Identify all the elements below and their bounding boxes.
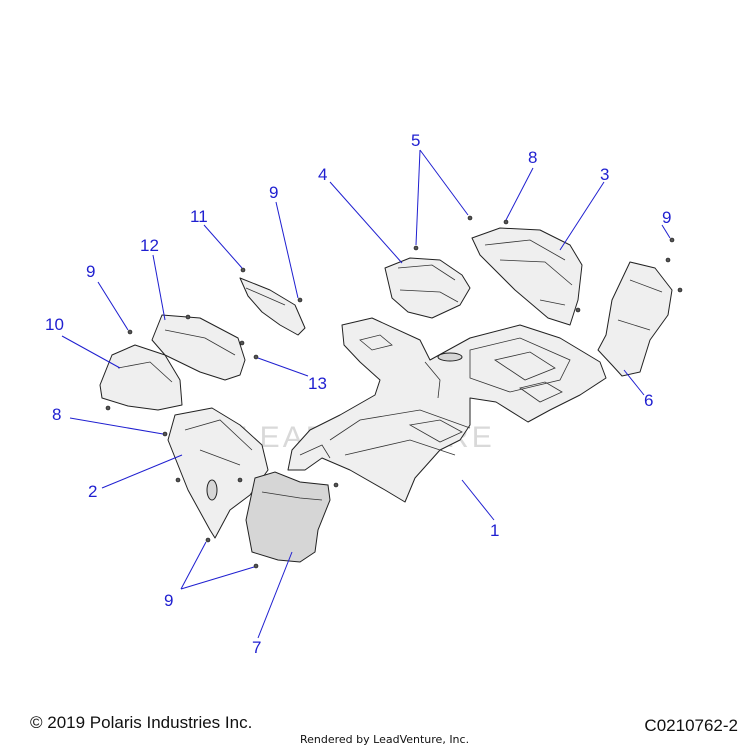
callout-6: 6 — [644, 391, 653, 410]
part-7-lower-shield — [245, 471, 331, 563]
callouts: 1 2 3 4 5 6 7 8 8 9 9 9 9 10 11 12 13 — [45, 131, 671, 657]
part-10-left-rear-panel — [99, 344, 183, 411]
part-4-console-cover — [384, 257, 471, 319]
part-11-bracket — [239, 277, 306, 336]
callout-9-bottom: 9 — [164, 591, 173, 610]
callout-7: 7 — [252, 638, 261, 657]
part-6-right-side-panel — [597, 261, 673, 377]
callout-10: 10 — [45, 315, 64, 334]
callout-3: 3 — [600, 165, 609, 184]
callout-9-upper: 9 — [269, 183, 278, 202]
callout-13: 13 — [308, 374, 327, 393]
part-1-floor-panel — [287, 317, 607, 503]
copyright-text: © 2019 Polaris Industries Inc. — [30, 713, 253, 732]
callout-11: 11 — [190, 207, 208, 226]
fasteners — [105, 215, 683, 569]
callout-5: 5 — [411, 131, 420, 150]
callout-12: 12 — [140, 236, 159, 255]
callout-8-left: 8 — [52, 405, 61, 424]
leader-lines — [61, 149, 671, 639]
callout-9-left: 9 — [86, 262, 95, 281]
callout-1: 1 — [490, 521, 499, 540]
callout-9-right: 9 — [662, 208, 671, 227]
callout-4: 4 — [318, 165, 327, 184]
callout-8-top: 8 — [528, 148, 537, 167]
part-3-right-fender — [471, 227, 583, 326]
rendered-by-text: Rendered by LeadVenture, Inc. — [300, 733, 470, 746]
callout-2: 2 — [88, 482, 97, 501]
part-12-left-fender — [151, 314, 246, 381]
part-2-left-lower-panel — [167, 407, 269, 539]
diagram-code: C0210762-2 — [644, 716, 738, 735]
